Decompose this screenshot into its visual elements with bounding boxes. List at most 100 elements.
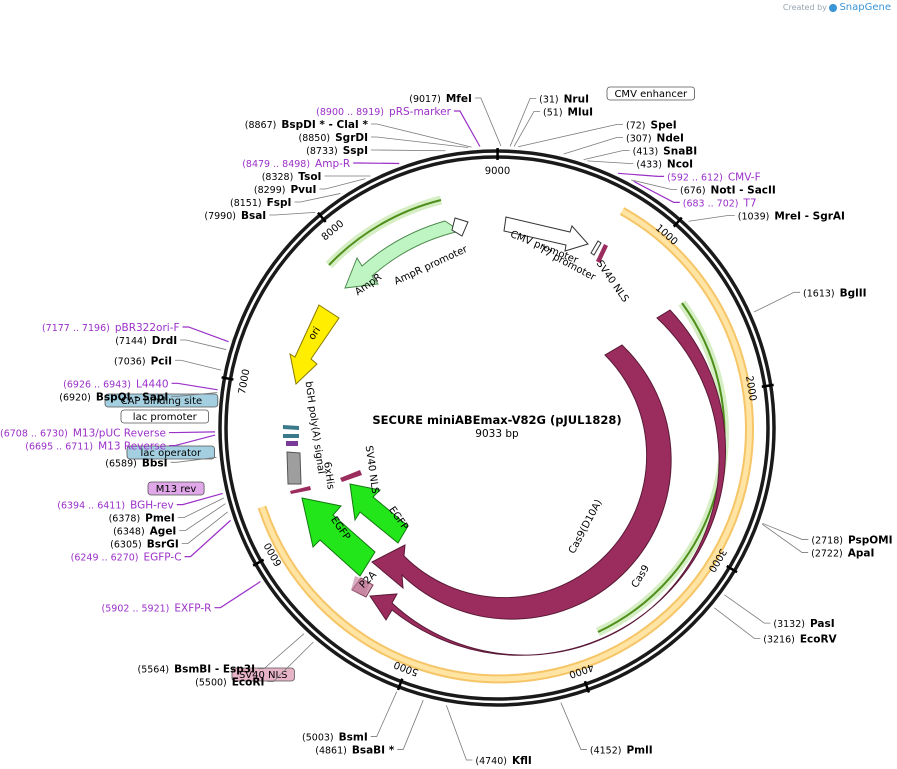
- site-name: NdeI: [657, 132, 684, 144]
- site-position: (4740): [475, 756, 507, 767]
- restriction-site-label[interactable]: (5564)BsmBI - Esp3I: [138, 664, 256, 676]
- site-leader-line: [371, 149, 446, 152]
- restriction-site-label[interactable]: (8733)SspI: [306, 145, 368, 157]
- restriction-site-label[interactable]: (6305)BsrGI: [110, 539, 179, 551]
- restriction-site-label[interactable]: (7990)BsaI: [204, 210, 266, 222]
- site-leader-line: [371, 123, 472, 148]
- primer-label[interactable]: (5902 .. 5921)EXFP-R: [102, 603, 212, 615]
- site-isoschizomer: - SapI: [130, 391, 168, 403]
- restriction-site-label[interactable]: (413)SnaBI: [633, 145, 698, 157]
- feature-annotation-label[interactable]: M13 rev: [156, 484, 197, 495]
- primer-name: T7: [743, 197, 757, 209]
- primer-label[interactable]: (6695 .. 6711)M13 Reverse: [25, 441, 166, 453]
- restriction-site-label[interactable]: (8328)TsoI: [262, 171, 322, 183]
- ampr-feature-arrow: [344, 220, 462, 289]
- site-isoschizomer: - SgrAI: [801, 210, 845, 222]
- restriction-site-label[interactable]: (4152)PmlI: [590, 744, 653, 756]
- restriction-site-label[interactable]: (433)NcoI: [636, 158, 693, 170]
- restriction-site-label[interactable]: (4740)KflI: [475, 755, 531, 767]
- restriction-site-label[interactable]: (6348)AgeI: [113, 526, 176, 538]
- feature-label[interactable]: bGH poly(A) signal: [303, 381, 327, 475]
- feature-label[interactable]: Cas9(D10A): [567, 498, 605, 556]
- site-leader-line: [563, 136, 623, 155]
- site-position: (31): [539, 94, 559, 105]
- site-position: (8328): [262, 172, 294, 183]
- feature-annotation-label[interactable]: SV40 NLS: [239, 670, 288, 681]
- site-position: (413): [633, 146, 659, 157]
- site-position: (6378): [109, 514, 141, 525]
- restriction-site-label[interactable]: (3216)EcoRV: [763, 633, 837, 645]
- restriction-site-label[interactable]: (8867)BspDI * - ClaI *: [245, 119, 369, 131]
- site-position: (8733): [306, 146, 338, 157]
- ampr-orf-line: [328, 199, 442, 266]
- site-leader-line: [513, 110, 541, 147]
- primer-position: (683 .. 702): [683, 198, 739, 209]
- feature-annotation-label[interactable]: lac operator: [141, 448, 202, 459]
- feature-label[interactable]: SV40 NLS: [594, 259, 631, 305]
- primer-leader-line: [171, 382, 218, 391]
- primer-leader-line: [169, 431, 216, 434]
- feature-annotation-label[interactable]: CMV enhancer: [614, 89, 688, 100]
- feature-annotation-label[interactable]: lac promoter: [133, 412, 198, 423]
- restriction-site-label[interactable]: (4861)BsaBI *: [315, 744, 394, 756]
- feature-annotation-label[interactable]: CAP binding site: [121, 396, 203, 407]
- restriction-site-label[interactable]: (676)NotI - SacII: [680, 184, 776, 196]
- restriction-site-label[interactable]: (8151)FspI: [230, 197, 291, 209]
- restriction-site-label[interactable]: (5500)EcoRI: [195, 677, 264, 689]
- feature-label[interactable]: 6xHis: [321, 461, 336, 490]
- primer-position: (6394 .. 6411): [57, 501, 125, 512]
- primer-label[interactable]: (592 .. 612)CMV-F: [667, 171, 761, 183]
- site-name: NotI: [711, 184, 736, 196]
- primer-position: (6695 .. 6711): [25, 442, 93, 453]
- restriction-site-label[interactable]: (307)NdeI: [626, 132, 684, 144]
- primer-position: (6708 .. 6730): [0, 429, 68, 440]
- primer-label[interactable]: (683 .. 702) T7: [683, 197, 757, 209]
- restriction-site-label[interactable]: (8850)SgrDI: [299, 132, 368, 144]
- primer-label[interactable]: (8479 .. 8498)Amp-R: [242, 158, 350, 170]
- site-position: (8151): [230, 198, 262, 209]
- site-name: MfeI: [446, 93, 472, 105]
- feature-annotation-box: [120, 409, 209, 424]
- restriction-site-label[interactable]: (6920)BspQI - SapI: [59, 391, 168, 403]
- restriction-site-label[interactable]: (1613)BglII: [803, 287, 867, 299]
- restriction-site-label[interactable]: (72)SpeI: [626, 119, 677, 131]
- bgh-polya-feature: [286, 451, 302, 485]
- restriction-site-label[interactable]: (6378)PmeI: [109, 513, 175, 525]
- site-name: BspDI *: [281, 119, 325, 131]
- site-leader-line: [258, 633, 305, 670]
- primer-position: (5902 .. 5921): [102, 604, 170, 615]
- restriction-site-label[interactable]: (6589)BbsI: [105, 457, 167, 469]
- restriction-site-label[interactable]: (2718)PspOMI: [811, 535, 892, 547]
- restriction-site-label[interactable]: (7144)DrdI: [115, 335, 177, 347]
- site-leader-line: [170, 456, 217, 463]
- site-position: (2722): [811, 549, 843, 560]
- restriction-site-label[interactable]: (51)MluI: [543, 106, 593, 118]
- restriction-site-label[interactable]: (7036)PciI: [114, 355, 172, 367]
- restriction-site-label[interactable]: (31)NruI: [539, 93, 589, 105]
- primer-label[interactable]: (6249 .. 6270)EGFP-C: [71, 552, 182, 564]
- primer-name: Amp-R: [315, 158, 350, 170]
- primer-label[interactable]: (6926 .. 6943)L4440: [63, 378, 168, 390]
- restriction-site-label[interactable]: (1039)MreI - SgrAI: [738, 210, 845, 222]
- primer-label[interactable]: (7177 .. 7196)pBR322ori-F: [42, 322, 180, 334]
- restriction-site-label[interactable]: (3132)PasI: [773, 618, 834, 630]
- primer-label[interactable]: (6708 .. 6730) M13/pUC Reverse: [0, 428, 166, 440]
- six-his-feature: [290, 486, 311, 494]
- primer-name: M13/pUC Reverse: [73, 428, 166, 440]
- primer-name: BGH-rev: [130, 500, 174, 512]
- site-position: (433): [636, 159, 662, 170]
- restriction-site-label[interactable]: (2722)ApaI: [811, 548, 874, 560]
- sv40-nls-feature-outer: [351, 576, 370, 596]
- feature-label[interactable]: Cas9: [630, 563, 652, 590]
- site-leader-line: [630, 179, 678, 190]
- sv40-nls-feature: [596, 244, 608, 263]
- site-position: (72): [626, 120, 646, 131]
- primer-position: (6926 .. 6943): [63, 379, 131, 390]
- restriction-site-label[interactable]: (9017)MfeI: [409, 93, 472, 105]
- site-name: DrdI: [152, 335, 177, 347]
- restriction-site-label[interactable]: (8299)PvuI: [254, 184, 317, 196]
- restriction-site-label[interactable]: (5003)BsmI: [302, 731, 368, 743]
- site-name: PasI: [810, 618, 835, 630]
- primer-label[interactable]: (6394 .. 6411) BGH-rev: [57, 500, 173, 512]
- primer-label[interactable]: (8900 .. 8919)pRS-marker: [316, 106, 451, 118]
